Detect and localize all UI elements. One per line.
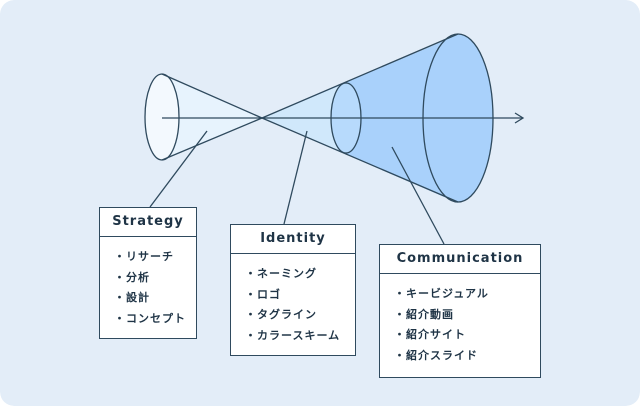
communication-item: ・紹介サイト	[394, 328, 466, 341]
strategy-leader-line	[149, 130, 208, 208]
communication-title: Communication	[380, 245, 540, 274]
identity-item: ・タグライン	[245, 308, 317, 321]
big-cone-edge-top	[261, 33, 459, 119]
communication-item: ・紹介動画	[394, 307, 454, 321]
identity-item: ・ネーミング	[245, 267, 317, 280]
strategy-cone-fill	[162, 74, 262, 160]
identity-item: ・ロゴ	[245, 287, 281, 301]
identity-box: Identity ・ネーミング ・ロゴ ・タグライン ・カラースキーム	[230, 224, 356, 356]
strategy-cone-edge-bottom	[161, 117, 263, 161]
strategy-list: ・リサーチ ・分析 ・設計 ・コンセプト	[100, 237, 196, 329]
communication-leader-line	[391, 146, 445, 245]
strategy-box: Strategy ・リサーチ ・分析 ・設計 ・コンセプト	[99, 207, 197, 339]
strategy-item: ・リサーチ	[114, 250, 174, 263]
communication-box: Communication ・キービジュアル ・紹介動画 ・紹介サイト ・紹介ス…	[379, 244, 541, 378]
arrow-right-icon	[514, 112, 525, 124]
identity-list: ・ネーミング ・ロゴ ・タグライン ・カラースキーム	[231, 254, 355, 346]
communication-item: ・キービジュアル	[394, 287, 489, 300]
big-cone-edge-bottom	[261, 117, 459, 203]
strategy-item: ・コンセプト	[114, 311, 186, 325]
communication-list: ・キービジュアル ・紹介動画 ・紹介サイト ・紹介スライド	[380, 274, 540, 366]
strategy-cone-base	[144, 73, 180, 161]
identity-item: ・カラースキーム	[245, 328, 341, 342]
strategy-item: ・設計	[114, 291, 150, 304]
identity-leader-line	[283, 130, 308, 225]
strategy-cone-edge-top	[161, 73, 263, 119]
strategy-title: Strategy	[100, 208, 196, 237]
communication-item: ・紹介スライド	[394, 348, 478, 362]
strategy-item: ・分析	[114, 270, 150, 284]
identity-title: Identity	[231, 225, 355, 254]
